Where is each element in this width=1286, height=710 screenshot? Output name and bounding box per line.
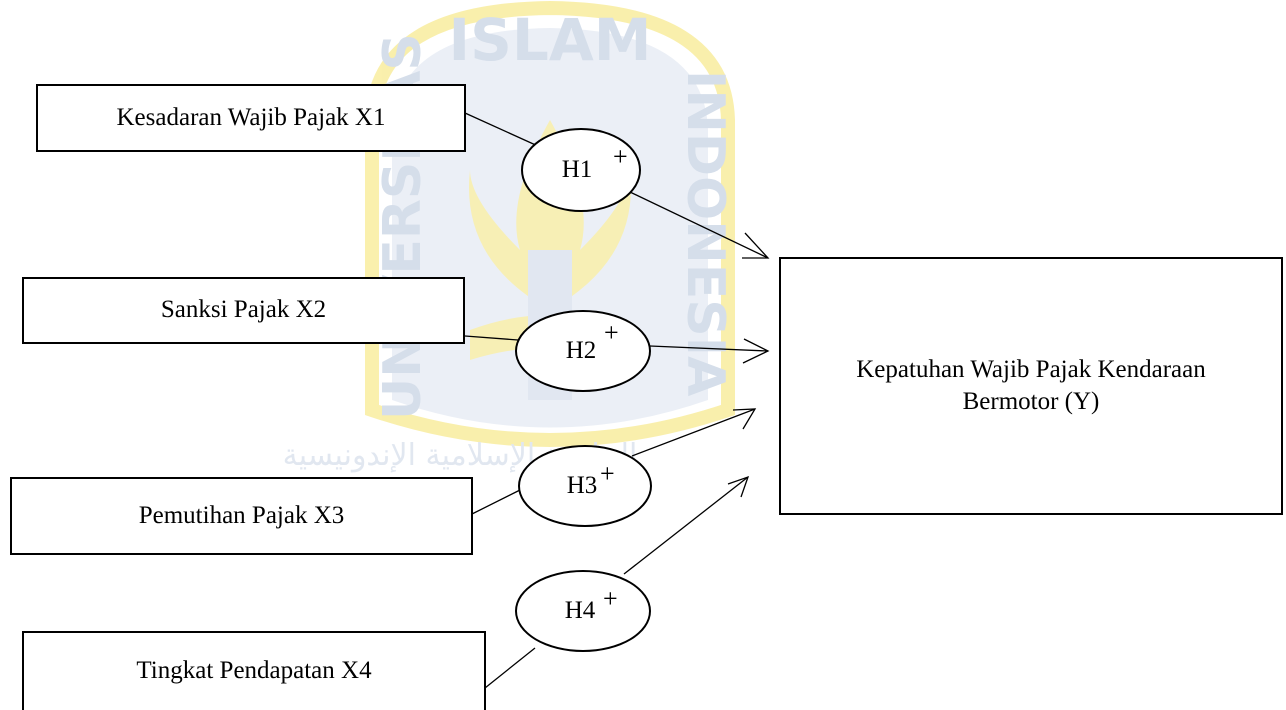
variable-label-x1: Kesadaran Wajib Pajak X1 — [116, 103, 386, 131]
hypothesis-label-h4: H4 — [564, 597, 596, 624]
variable-box-x1: Kesadaran Wajib Pajak X1 — [36, 84, 466, 152]
watermark-shield-outline — [365, 0, 735, 447]
variable-box-x3: Pemutihan Pajak X3 — [10, 477, 473, 555]
h4-arrowhead — [727, 475, 750, 498]
watermark-text-top: ISLAM — [449, 6, 652, 74]
variable-label-x3: Pemutihan Pajak X3 — [138, 501, 345, 529]
h3-arrowhead — [732, 408, 757, 430]
watermark-flame — [469, 120, 631, 310]
dependent-variable-box: Kepatuhan Wajib Pajak Kendaraan Bermotor… — [779, 257, 1283, 515]
h1-arrowhead — [742, 232, 770, 259]
variable-label-x2: Sanksi Pajak X2 — [160, 296, 327, 324]
hypothesis-label-h1: H1 — [561, 156, 593, 183]
variable-box-x4: Tingkat Pendapatan X4 — [22, 631, 486, 710]
h3-to-y-arrow-line — [631, 408, 756, 457]
hypothesis-sign-h4: + — [603, 584, 618, 613]
h2-arrowhead — [742, 338, 770, 364]
x4-to-h4-line — [484, 647, 536, 689]
hypothesis-ellipse-h3: H3 + — [518, 445, 652, 527]
variable-label-x4: Tingkat Pendapatan X4 — [136, 657, 372, 685]
x3-to-h3-line — [471, 489, 521, 515]
h4-to-y-arrow-line — [623, 476, 749, 575]
x1-to-h1-line — [464, 112, 541, 148]
h1-to-y-arrow-line — [629, 191, 769, 259]
watermark-text-right: INDONESIA — [675, 70, 735, 396]
hypothesis-label-h3: H3 — [566, 472, 598, 499]
hypothesis-label-h2: H2 — [565, 337, 597, 364]
hypothesis-sign-h1: + — [613, 142, 628, 171]
h2-to-y-arrow-line — [649, 345, 769, 352]
dependent-label-line1: Kepatuhan Wajib Pajak Kendaraan — [856, 355, 1206, 383]
hypothesis-sign-h3: + — [600, 459, 615, 488]
hypothesis-ellipse-h1: H1 + — [521, 128, 641, 212]
dependent-label-line2: Bermotor (Y) — [962, 388, 1100, 415]
hypothesis-sign-h2: + — [604, 318, 619, 347]
hypothesis-ellipse-h2: H2 + — [515, 310, 651, 392]
hypothesis-ellipse-h4: H4 + — [515, 570, 651, 652]
variable-box-x2: Sanksi Pajak X2 — [22, 277, 465, 344]
x2-to-h2-line — [464, 335, 519, 341]
